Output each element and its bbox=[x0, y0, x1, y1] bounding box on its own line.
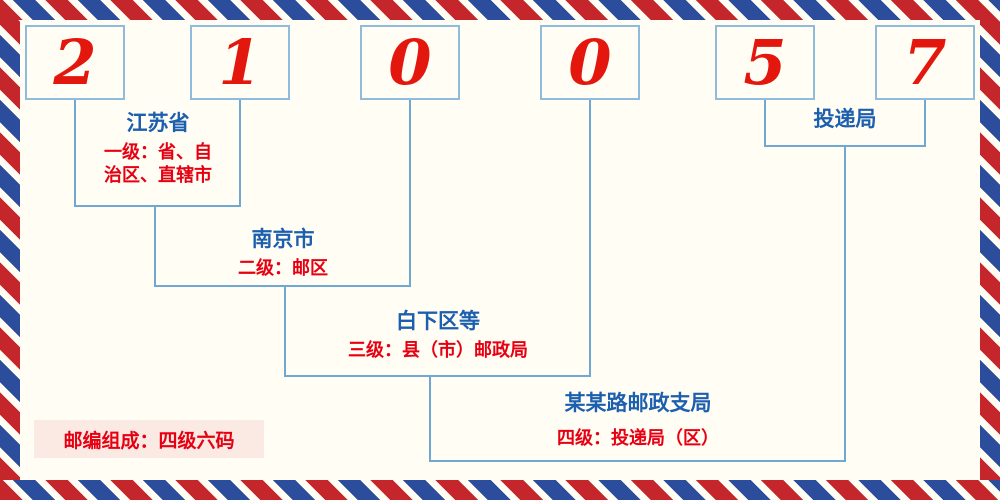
connector-level4-drop bbox=[844, 145, 846, 460]
connector-level4-bottom bbox=[429, 460, 846, 462]
level2-desc: 二级：邮区 bbox=[238, 258, 328, 279]
airmail-border-right bbox=[980, 20, 1000, 480]
level4-name: 某某路邮政支局 bbox=[564, 392, 712, 415]
airmail-border-top bbox=[0, 0, 1000, 20]
level3-label: 白下区等 三级：县（市）邮政局 bbox=[285, 310, 591, 362]
postal-digit-4: 0 bbox=[568, 25, 612, 99]
postal-code-composition-note: 邮编组成：四级六码 bbox=[34, 420, 264, 458]
level3-name: 白下区等 bbox=[396, 310, 480, 333]
connector-level4-left bbox=[429, 375, 431, 460]
delivery-office-label: 投递局 bbox=[765, 108, 925, 132]
level2-label: 南京市 二级：邮区 bbox=[155, 228, 411, 280]
connector-level3-left bbox=[284, 285, 286, 375]
delivery-office-name: 投递局 bbox=[813, 108, 877, 131]
postal-digit-5: 5 bbox=[743, 25, 787, 99]
connector-level3-bottom bbox=[284, 375, 591, 377]
connector-level1-left bbox=[74, 100, 76, 205]
connector-level1-right bbox=[239, 100, 241, 205]
postal-digit-cell-2: 1 bbox=[190, 25, 290, 100]
connector-level2-right bbox=[409, 100, 411, 285]
level2-name: 南京市 bbox=[251, 228, 315, 251]
connector-delivery-left bbox=[764, 100, 766, 145]
postal-digit-1: 2 bbox=[53, 25, 97, 99]
postal-digit-2: 1 bbox=[218, 25, 262, 99]
postal-digit-cell-4: 0 bbox=[540, 25, 640, 100]
connector-level1-bottom bbox=[74, 205, 241, 207]
level4-label: 某某路邮政支局 四级：投递局（区） bbox=[430, 392, 846, 450]
level1-label: 江苏省 一级：省、自治区、直辖市 bbox=[75, 112, 241, 186]
postal-digit-cell-5: 5 bbox=[715, 25, 815, 100]
level1-desc: 一级：省、自治区、直辖市 bbox=[104, 142, 212, 185]
connector-level2-left bbox=[154, 205, 156, 285]
postal-digit-3: 0 bbox=[388, 25, 432, 99]
postal-digit-cell-1: 2 bbox=[25, 25, 125, 100]
level4-desc: 四级：投递局（区） bbox=[557, 428, 719, 449]
postal-digit-cell-6: 7 bbox=[875, 25, 975, 100]
level1-name: 江苏省 bbox=[126, 112, 190, 135]
airmail-border-bottom bbox=[0, 480, 1000, 500]
postal-digit-cell-3: 0 bbox=[360, 25, 460, 100]
connector-delivery-right bbox=[924, 100, 926, 145]
postal-digit-6: 7 bbox=[903, 25, 947, 99]
level3-desc: 三级：县（市）邮政局 bbox=[348, 340, 528, 361]
airmail-border-left bbox=[0, 20, 20, 480]
connector-level2-bottom bbox=[154, 285, 411, 287]
connector-level3-right bbox=[589, 100, 591, 375]
